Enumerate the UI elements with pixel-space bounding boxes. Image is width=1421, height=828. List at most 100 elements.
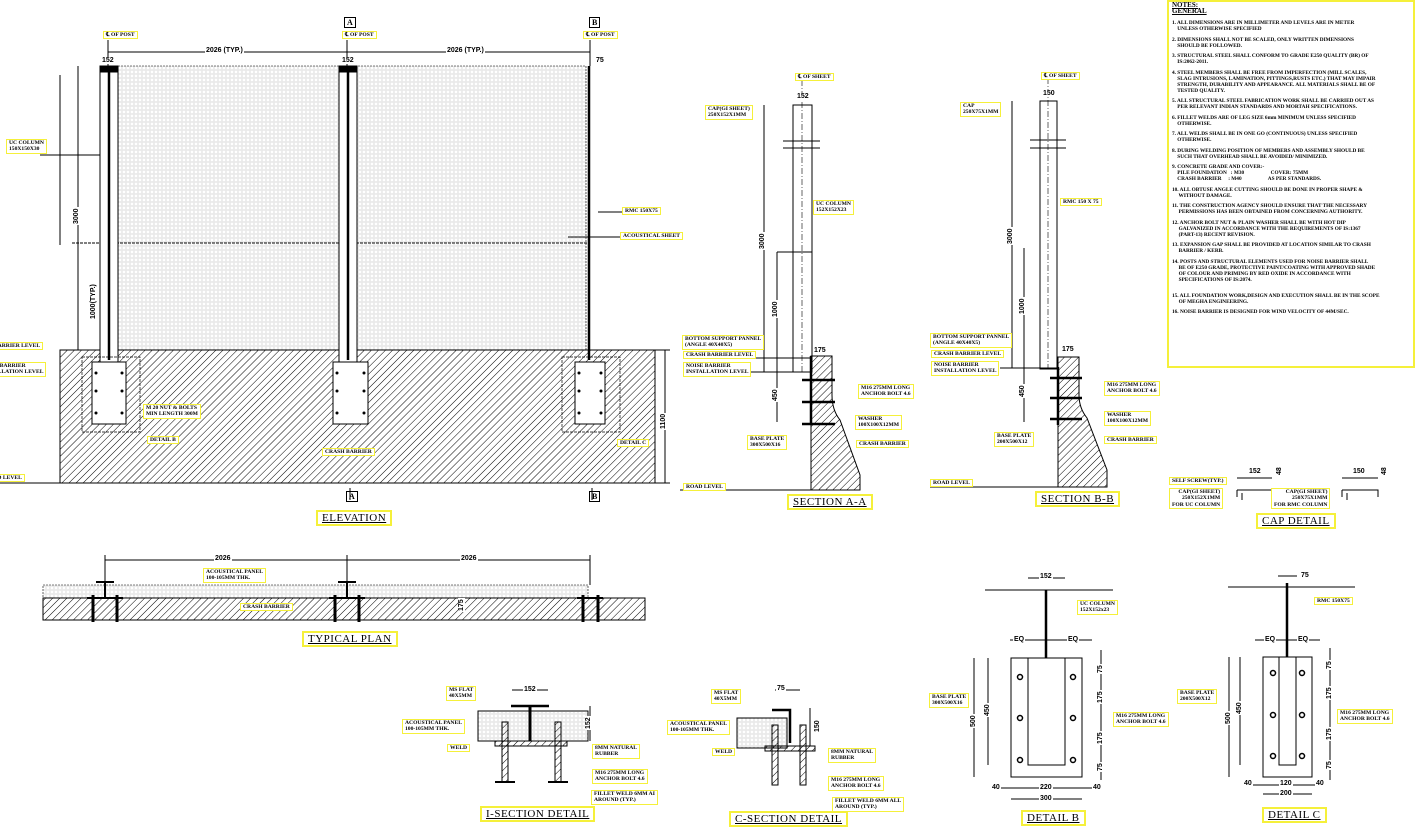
aa-base-plate-label: BASE PLATE 300X500X16 [747,435,788,450]
dc-dim-200: 200 [1279,790,1293,797]
detail-b-callout[interactable]: DETAIL B [147,436,179,445]
dc-dim-500: 500 [1225,711,1232,725]
db-dim-500: 500 [970,714,977,728]
c-dim-150: 150 [814,719,821,733]
cap-dim-150: 150 [1352,468,1366,475]
aa-dim-175: 175 [813,347,827,354]
dim-3000: 3000 [73,207,80,225]
db-dim-175-1: 175 [1097,690,1104,704]
aa-cl-sheet: ℄ OF SHEET [795,73,834,82]
acoustical-sheet-label: ACOUSTICAL SHEET [620,232,684,241]
note-item: 12. ANCHOR BOLT NUT & PLAIN WASHER SHALL… [1172,219,1361,238]
i-panel-label: ACOUSTICAL PANEL 100-105MM THK. [402,719,465,734]
dc-column-label: RMC 150X75 [1314,597,1353,606]
section-bb-drawing [930,78,1108,488]
bb-bottom-support: BOTTOM SUPPORT PANNEL (ANGLE 40X40X5) [930,333,1013,348]
note-item: 10. ALL OBTUSE ANGLE CUTTING SHOULD BE D… [1172,186,1363,199]
db-dim-152: 152 [1039,573,1053,580]
aa-washer-label: WASHER 100X100X12MM [855,415,903,430]
db-dim-75-2: 75 [1097,762,1104,772]
crash-barrier-level-label: CRASH BARRIER LEVEL [0,342,44,351]
section-marker-b-bottom[interactable]: B [589,491,601,502]
db-dim-175-2: 175 [1097,731,1104,745]
cap-dim-152: 152 [1248,468,1262,475]
dc-eq-2: EQ [1297,636,1310,643]
i-weld-label: WELD [447,744,471,753]
bb-crash-barrier-level: CRASH BARRIER LEVEL [931,350,1005,359]
db-base-plate-label: BASE PLATE 300X500X16 [929,693,970,708]
c-anchor-label: M16 275MM LONG ANCHOR BOLT 4.6 [828,776,884,791]
cap-dim-48-1: 48 [1276,466,1283,476]
aa-cap-label: CAP(GI SHEET) 250X152X1MM [705,105,753,120]
typical-plan-title: TYPICAL PLAN [302,631,398,647]
i-dim-152-v: 152 [585,716,592,730]
db-column-label: UC COLUMN 152X152x23 [1077,600,1118,615]
i-section-title: I-SECTION DETAIL [480,806,596,822]
bb-road-level: ROAD LEVEL [930,479,973,488]
dc-base-plate-label: BASE PLATE 200X500X12 [1177,689,1218,704]
bolts-label: M 20 NUT & BOLTS MIN LENGTH 300M [143,404,201,419]
aa-crash-barrier-level: CRASH BARRIER LEVEL [683,351,757,360]
note-item: 8. DURING WELDING POSITION OF MEMBERS AN… [1172,147,1365,160]
dim-span-1: 2026 (TYP.) [205,47,244,54]
bb-dim-1000: 1000 [1019,297,1026,315]
note-item: 2. DIMENSIONS SHALL NOT BE SCALED, ONLY … [1172,36,1354,49]
c-panel-label: ACOUSTICAL PANEL 100-105MM THK. [667,720,730,735]
note-item: 6. FILLET WELDS ARE OF LEG SIZE 6mm MINI… [1172,114,1357,127]
dim-1100: 1100 [660,412,667,430]
section-marker-a-bottom[interactable]: A [346,491,358,502]
i-fillet-label: FILLET WELD 6MM AI AROUND (TYP.) [591,790,658,805]
note-item: 11. THE CONSTRUCTION AGENCY SHOULD ENSUR… [1172,203,1368,215]
section-aa-drawing [680,80,861,491]
dim-span-2: 2026 (TYP.) [446,47,485,54]
note-item: 4. STEEL MEMBERS SHALL BE FREE FROM IMPE… [1172,69,1376,94]
dc-anchor-label: M16 275MM LONG ANCHOR BOLT 4.6 [1337,709,1393,724]
dc-dim-450: 450 [1236,701,1243,715]
cl-post-label-1: ℄ OF POST [103,31,138,40]
general-notes: NOTES: GENERAL 1. ALL DIMENSIONS ARE IN … [1167,0,1415,368]
cap-detail-title: CAP DETAIL [1256,513,1336,529]
elevation-title: ELEVATION [316,510,393,526]
section-marker-a[interactable]: A [344,17,356,28]
note-item: 5. ALL STRUCTURAL STEEL FABRICATION WORK… [1172,98,1374,110]
plan-panel-label: ACOUSTICAL PANEL 100-105MM THK. [203,568,266,583]
noise-barrier-level-label: NOISE BARRIER INSTALLATION LEVEL [0,362,47,377]
c-section-title: C-SECTION DETAIL [729,811,849,827]
cap-uc-label: CAP(GI SHEET) 250X152X1MM FOR UC COLUMN [1169,488,1224,510]
db-eq-2: EQ [1067,636,1080,643]
detail-c-title: DETAIL C [1262,807,1327,823]
plan-crash-barrier-label: CRASH BARRIER [240,603,293,612]
bb-noise-barrier-level: NOISE BARRIER INSTALLATION LEVEL [931,361,1000,376]
bb-anchor-label: M16 275MM LONG ANCHOR BOLT 4.6 [1104,381,1160,396]
c-fillet-label: FILLET WELD 6MM ALL AROUND (TYP.) [832,797,905,812]
bb-column-label: RMC 150 X 75 [1060,198,1102,207]
detail-b-title: DETAIL B [1021,810,1086,826]
dim-152-1: 152 [101,57,115,64]
cap-dim-48-2: 48 [1381,466,1388,476]
cl-post-label-2: ℄ OF POST [342,31,377,40]
aa-crash-barrier-label: CRASH BARRIER [856,440,909,449]
cap-rmc-label: CAP(GI SHEET) 250X75X1MM FOR RMC COLUMN [1271,488,1331,510]
section-aa-title: SECTION A-A [787,494,873,510]
c-rubber-label: 8MM NATURAL RUBBER [828,748,876,763]
cap-screw-label: SELF SCREW(TYP.) [1169,477,1227,486]
note-item: 14. POSTS AND STRUCTURAL ELEMENTS USED F… [1172,258,1376,283]
section-marker-b[interactable]: B [589,17,601,28]
aa-column-label: UC COLUMN 152X152X23 [813,200,854,215]
aa-dim-1000: 1000 [772,300,779,318]
plan-dim-span-1: 2026 [214,555,232,562]
dc-eq-1: EQ [1264,636,1277,643]
aa-road-level: ROAD LEVEL [683,483,726,492]
notes-title: NOTES: [1172,1,1199,9]
aa-noise-barrier-level: NOISE BARRIER INSTALLATION LEVEL [683,362,752,377]
db-anchor-label: M16 275MM LONG ANCHOR BOLT 4.6 [1113,712,1169,727]
detail-c-callout[interactable]: DETAIL C [617,439,650,448]
bb-cap-label: CAP 250X75X1MM [960,102,1002,117]
note-item: 13. EXPANSION GAP SHALL BE PROVIDED AT L… [1172,242,1371,254]
aa-anchor-label: M16 275MM LONG ANCHOR BOLT 4.6 [858,384,914,399]
db-dim-450: 450 [984,703,991,717]
bb-dim-175: 175 [1061,346,1075,353]
i-anchor-label: M16 275MM LONG ANCHOR BOLT 4.6 [592,769,648,784]
bb-crash-barrier-label: CRASH BARRIER [1104,436,1157,445]
